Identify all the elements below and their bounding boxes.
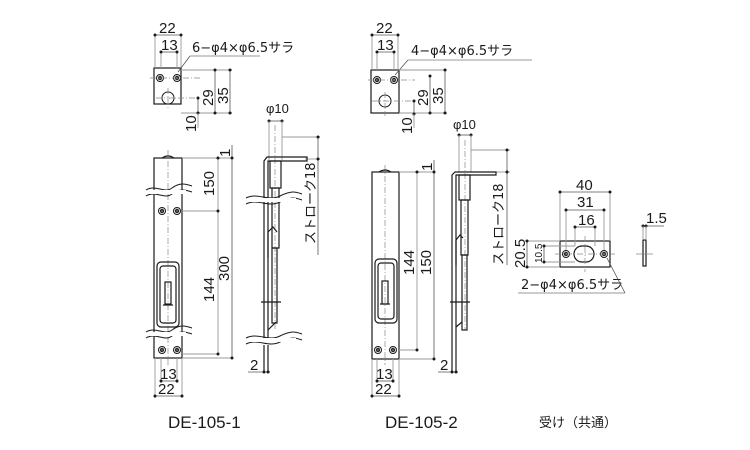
left-front-view: 1 150 300 144 13 22 <box>145 145 234 398</box>
strike-dim-10-5: 10.5 <box>534 243 545 263</box>
left-top-dim-13: 13 <box>161 37 178 54</box>
middle-side-dim-2: 2 <box>440 357 448 374</box>
left-handle <box>156 261 180 328</box>
middle-stroke-label: ストローク18 <box>492 183 507 265</box>
left-front-dim-150: 150 <box>201 171 218 196</box>
middle-top-dim-35: 35 <box>430 87 447 104</box>
middle-front-dim-144: 144 <box>401 250 418 275</box>
middle-rod <box>458 174 471 201</box>
left-stroke-label: ストローク18 <box>304 162 319 244</box>
left-part: 22 13 6−φ4×φ6.5サラ 29 35 <box>145 20 320 432</box>
middle-handle <box>374 258 398 324</box>
middle-part-title: DE-105-2 <box>385 413 458 432</box>
strike-dim-20-5: 20.5 <box>512 239 529 268</box>
strike-dim-40: 40 <box>576 177 593 194</box>
middle-front-view: 1 144 150 13 22 <box>370 160 436 398</box>
middle-top-plate <box>370 69 400 114</box>
left-bottom-dim-22: 22 <box>158 381 175 398</box>
middle-top-dim-29: 29 <box>415 89 432 106</box>
middle-top-dim-10: 10 <box>399 117 416 134</box>
left-rod <box>269 160 282 189</box>
left-hole-note: 6−φ4×φ6.5サラ <box>192 41 294 56</box>
left-side-dim-2: 2 <box>250 357 258 374</box>
right-part: 40 31 16 20.5 10.5 2−φ4×φ6.5サラ 1.5 受け（共通… <box>512 177 667 431</box>
middle-top-dim-13: 13 <box>377 37 394 54</box>
left-top-dim-35: 35 <box>215 87 232 104</box>
middle-front-dim-150: 150 <box>418 250 435 275</box>
middle-bottom-dim-22: 22 <box>375 381 392 398</box>
strike-dim-31: 31 <box>577 194 594 211</box>
left-front-dim-300: 300 <box>216 256 233 281</box>
middle-top-view: 22 13 4−φ4×φ6.5サラ 29 35 <box>368 20 532 134</box>
left-rod-dia: φ10 <box>266 101 289 116</box>
strike-side-view <box>642 239 647 267</box>
middle-top-dim-22: 22 <box>376 20 393 37</box>
left-part-title: DE-105-1 <box>168 413 241 432</box>
left-top-dim-22: 22 <box>159 20 176 37</box>
left-side-view: φ10 ストローク18 <box>245 101 320 374</box>
strike-hole-note: 2−φ4×φ6.5サラ <box>521 278 623 293</box>
middle-rod-dia: φ10 <box>453 117 476 132</box>
strike-thickness: 1.5 <box>646 210 667 227</box>
left-top-dim-29: 29 <box>200 89 217 106</box>
right-part-title: 受け（共通） <box>539 416 617 431</box>
middle-part: 22 13 4−φ4×φ6.5サラ 29 35 <box>368 20 532 432</box>
left-bottom-dim-13: 13 <box>160 366 177 383</box>
middle-bottom-dim-13: 13 <box>376 366 393 383</box>
middle-front-dim-1: 1 <box>419 163 436 171</box>
middle-hole-note: 4−φ4×φ6.5サラ <box>411 44 513 59</box>
left-front-dim-1: 1 <box>217 149 234 157</box>
strike-dim-16: 16 <box>578 212 595 229</box>
middle-side-view: φ10 ストローク18 2 <box>438 117 510 374</box>
middle-bolt-body <box>371 171 400 360</box>
left-front-dim-144: 144 <box>201 277 218 302</box>
left-top-view: 22 13 6−φ4×φ6.5サラ 29 35 <box>150 20 294 132</box>
left-top-dim-10: 10 <box>183 115 200 132</box>
